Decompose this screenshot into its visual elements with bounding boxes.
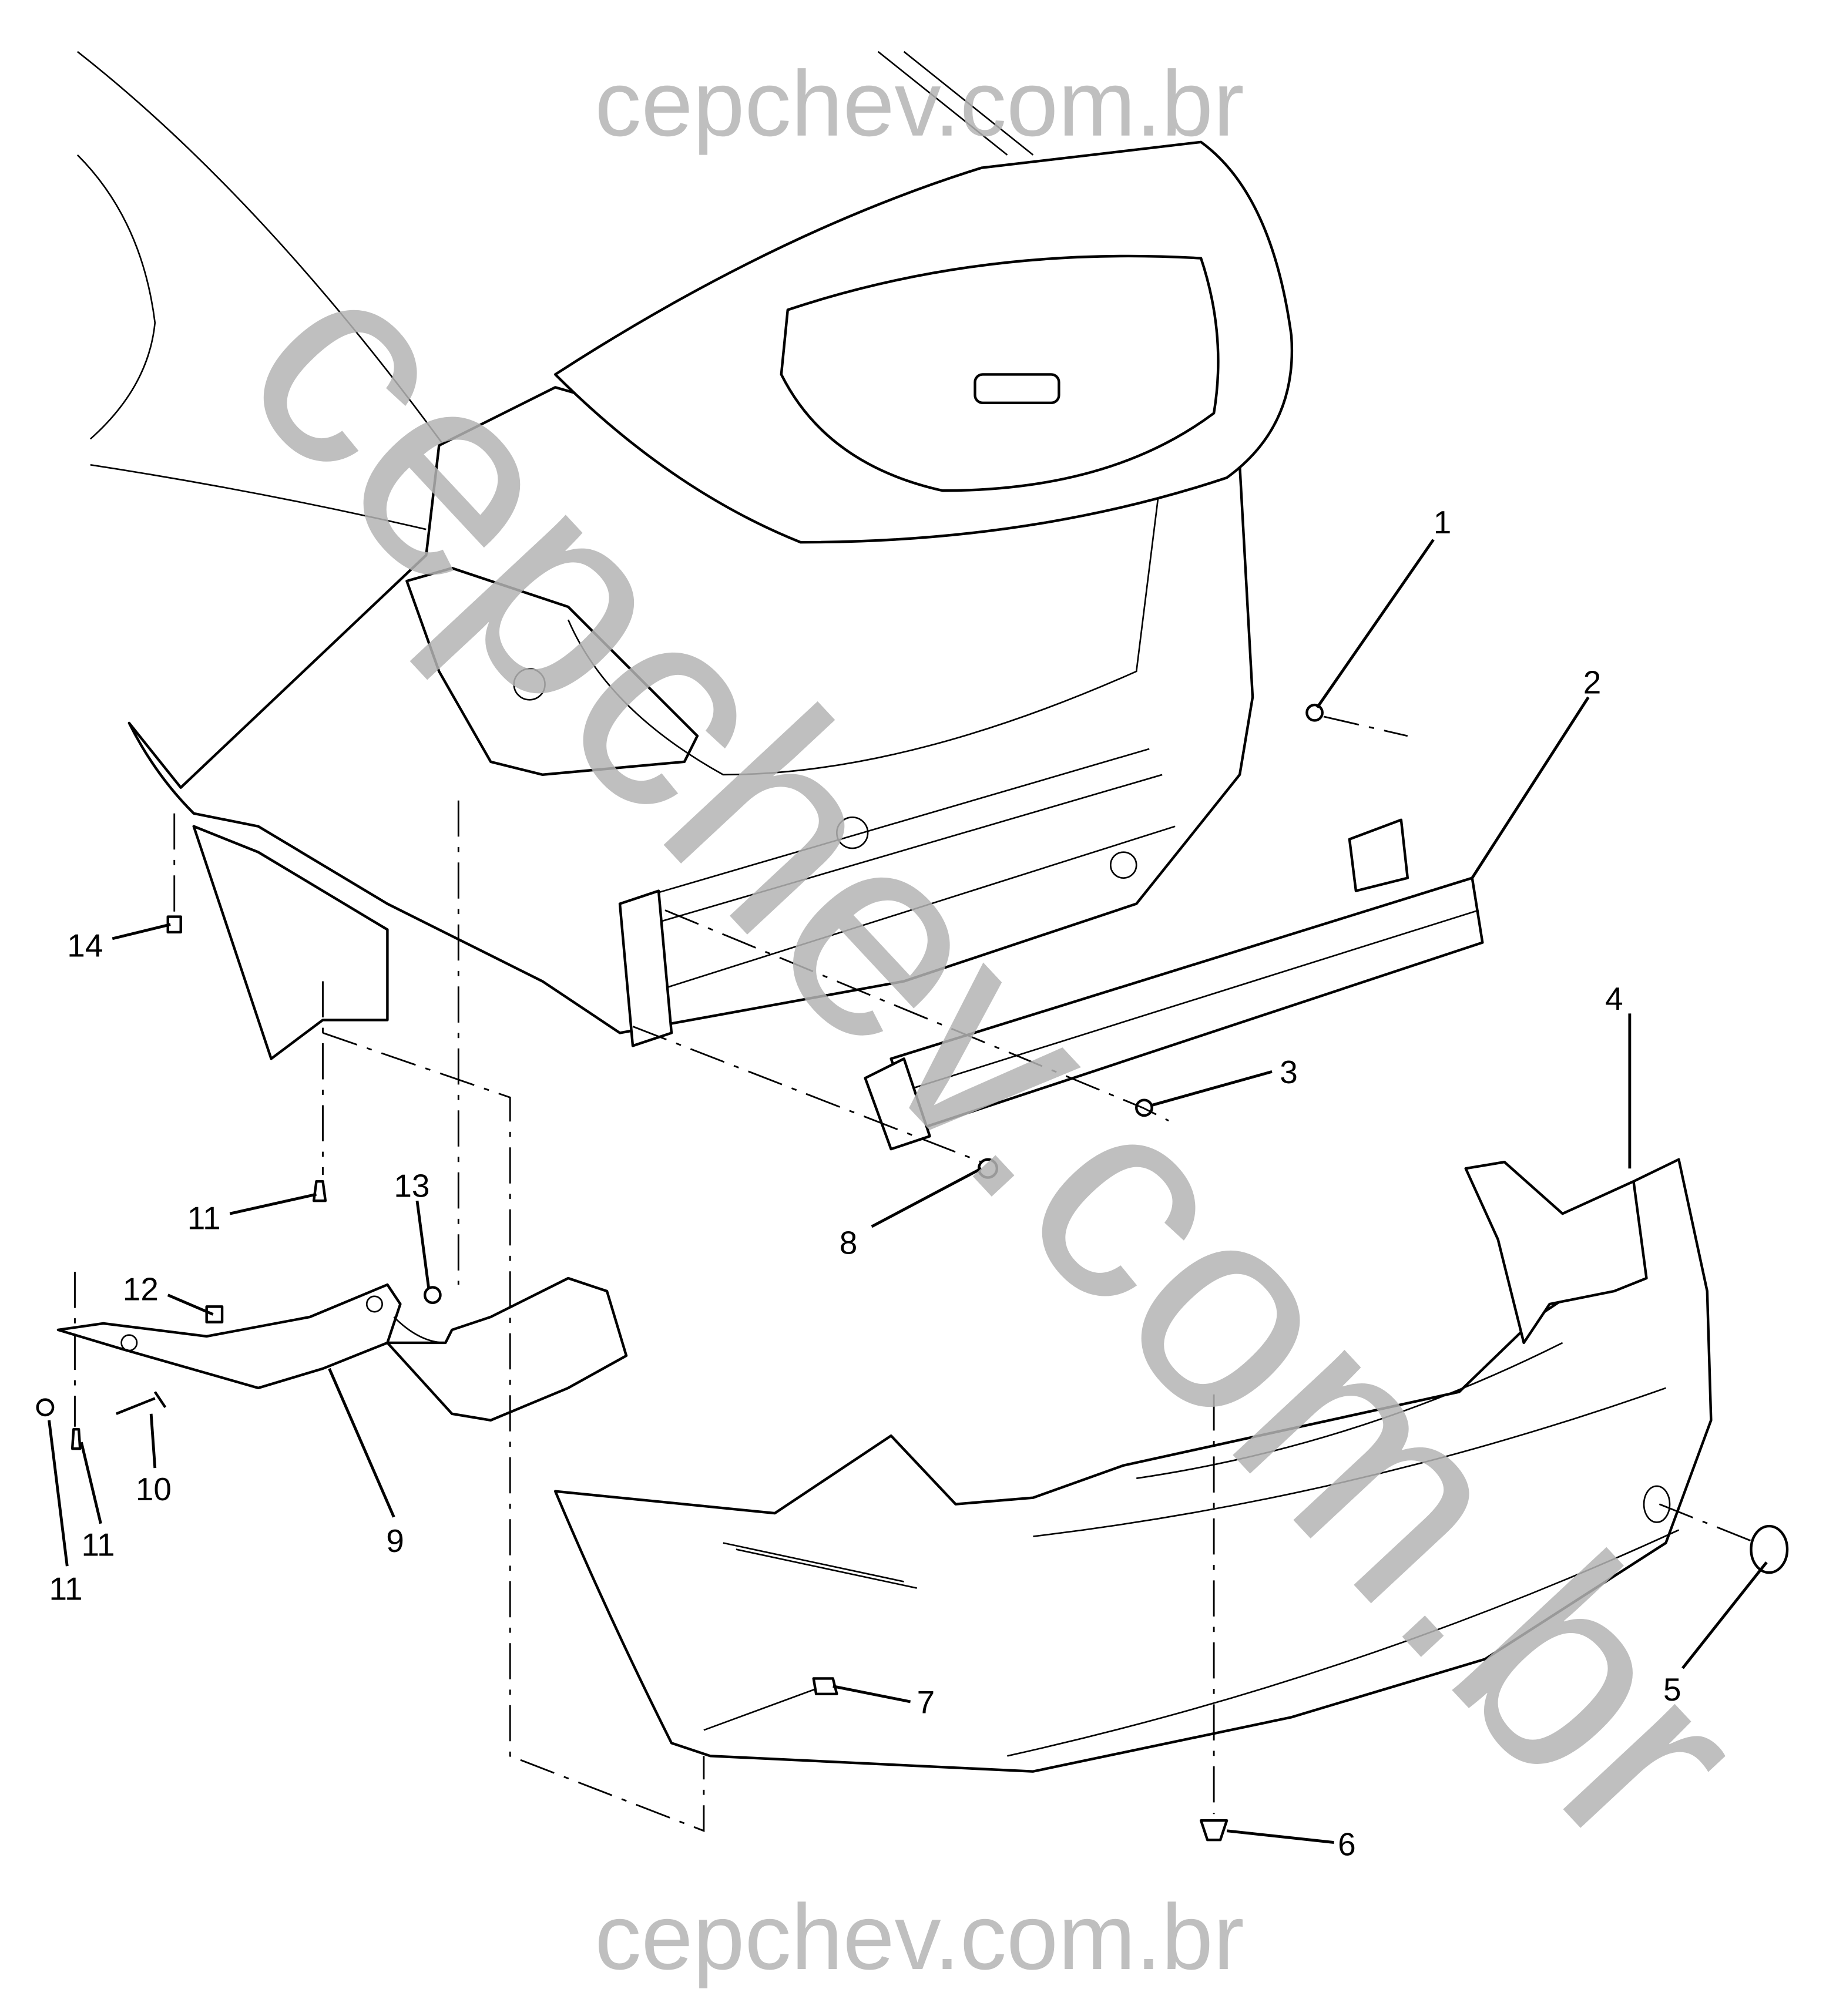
plug-5 <box>1750 1524 1789 1574</box>
callout-7: 7 <box>917 1684 935 1721</box>
watermark-top: cepchev.com.br <box>595 52 1244 156</box>
bumper-impact-bar <box>618 818 1484 1151</box>
nut-12 <box>205 1305 224 1323</box>
callout-2: 2 <box>1583 664 1602 700</box>
callout-8: 8 <box>840 1224 858 1261</box>
alignment-lines <box>74 715 1757 1832</box>
callout-11-lower: 11 <box>49 1570 83 1607</box>
trunk-lid <box>553 140 1294 544</box>
callout-3: 3 <box>1280 1054 1298 1090</box>
callout-14: 14 <box>67 928 103 964</box>
watermark-bottom: cepchev.com.br <box>595 1885 1244 1989</box>
callout-4: 4 <box>1605 980 1623 1017</box>
screw-11a <box>312 1180 327 1202</box>
rear-bumper-fascia <box>553 1158 1713 1773</box>
callout-5: 5 <box>1663 1671 1681 1708</box>
callout-10: 10 <box>136 1471 172 1507</box>
callout-12: 12 <box>123 1271 159 1307</box>
callout-13: 13 <box>394 1168 429 1204</box>
bumper-bracket-left <box>56 1276 628 1422</box>
callout-labels: 1 2 3 4 5 6 7 8 9 10 11 11 11 12 13 14 <box>49 504 1681 1863</box>
nut-1 <box>1305 703 1324 722</box>
callout-6: 6 <box>1338 1826 1356 1863</box>
callout-11-middle: 11 <box>81 1527 115 1563</box>
washer-11c <box>36 1398 55 1417</box>
screw-11b <box>71 1427 82 1450</box>
screw-6 <box>1199 1819 1228 1842</box>
callout-leaders <box>48 539 1768 1844</box>
grommet-13 <box>423 1286 442 1304</box>
callout-11-upper: 11 <box>187 1199 221 1236</box>
vehicle-body <box>76 51 1254 1060</box>
bolt-10 <box>116 1391 167 1415</box>
callout-9: 9 <box>386 1523 404 1559</box>
callout-1: 1 <box>1434 504 1452 540</box>
